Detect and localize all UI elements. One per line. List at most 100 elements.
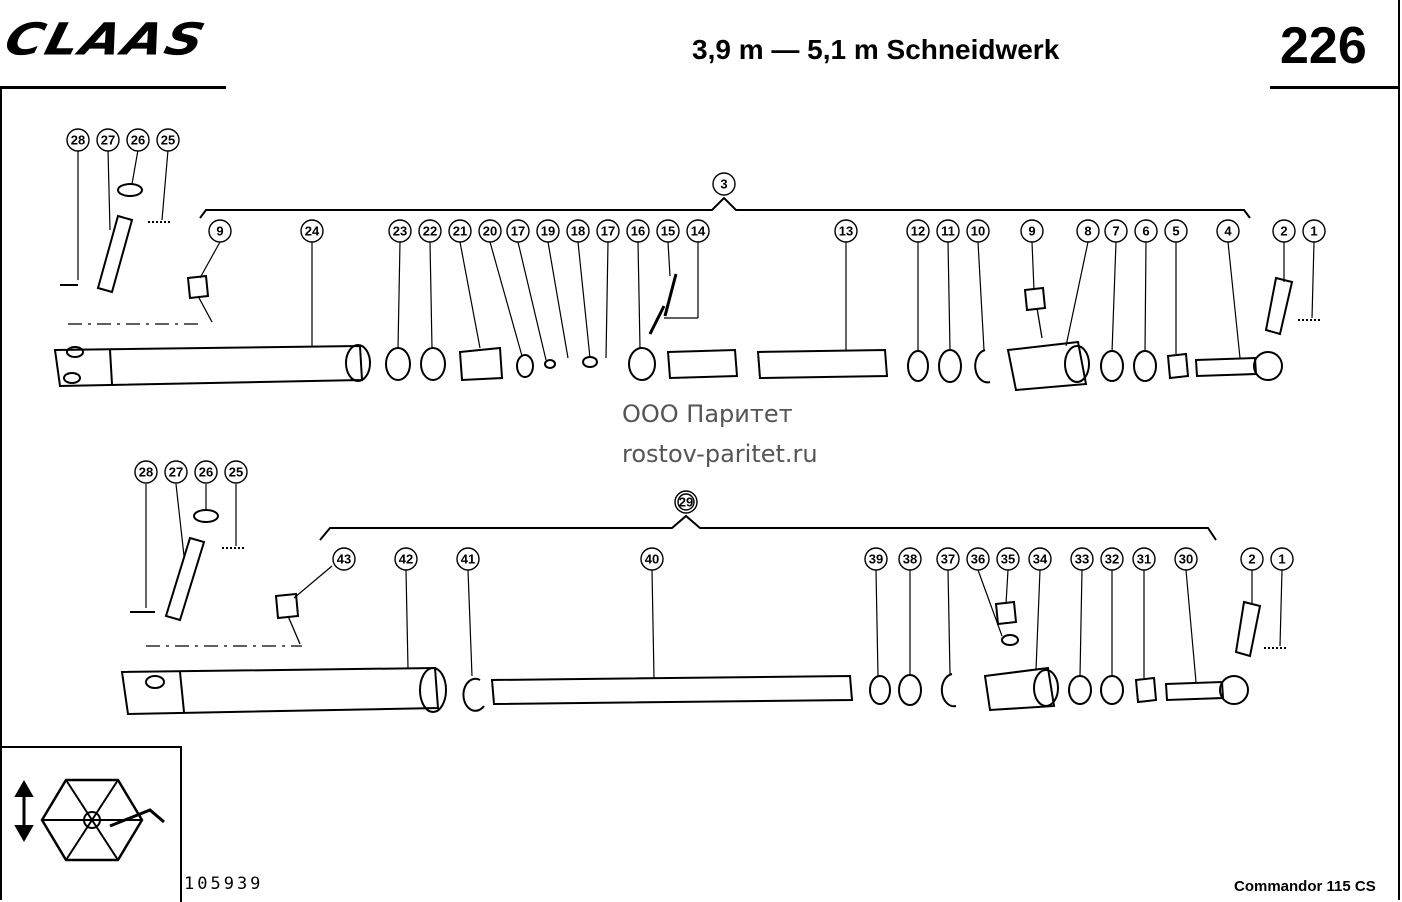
svg-text:38: 38	[903, 552, 917, 567]
inset-reel-symbol	[14, 778, 165, 862]
part-snap-ring-lower	[462, 677, 485, 712]
drawing-number: 105939	[184, 874, 264, 894]
svg-text:12: 12	[911, 224, 925, 239]
part-rings-upper-right	[907, 349, 991, 384]
frame-border-left	[0, 88, 2, 900]
callout-40: 40	[640, 547, 664, 571]
svg-text:2: 2	[1248, 552, 1255, 567]
callout-27-lower: 27	[164, 460, 188, 484]
svg-text:30: 30	[1179, 552, 1193, 567]
svg-text:39: 39	[869, 552, 883, 567]
part-grease-nipple-lower	[274, 592, 301, 645]
svg-text:9: 9	[216, 224, 223, 239]
part-rod-end-lower	[1164, 675, 1249, 705]
svg-text:17: 17	[601, 224, 615, 239]
svg-text:43: 43	[337, 552, 351, 567]
svg-text:23: 23	[393, 224, 407, 239]
inset-box	[0, 746, 182, 902]
svg-text:16: 16	[631, 224, 645, 239]
header-rule-right	[1270, 86, 1400, 89]
callout-39: 39	[864, 547, 888, 571]
part-grease-nipple-upper-left	[186, 274, 213, 323]
part-piston-rod-lower	[490, 674, 854, 706]
svg-text:4: 4	[1224, 224, 1232, 239]
callout-20: 20	[478, 219, 502, 243]
svg-text:8: 8	[1084, 224, 1091, 239]
callout-1-lower: 1	[1270, 547, 1294, 571]
part-nuts-upper	[1100, 350, 1190, 382]
svg-text:17: 17	[511, 224, 525, 239]
svg-text:28: 28	[71, 133, 85, 148]
svg-text:31: 31	[1137, 552, 1151, 567]
svg-text:15: 15	[661, 224, 675, 239]
callout-14: 14	[686, 219, 710, 243]
callout-2-upper: 2	[1272, 219, 1296, 243]
part-pin-upper-right	[1264, 276, 1322, 336]
svg-text:34: 34	[1033, 552, 1048, 567]
callout-32: 32	[1100, 547, 1124, 571]
svg-text:35: 35	[1001, 552, 1015, 567]
svg-text:20: 20	[483, 224, 497, 239]
svg-text:28: 28	[139, 465, 153, 480]
callout-1-upper: 1	[1302, 219, 1326, 243]
svg-text:32: 32	[1105, 552, 1119, 567]
svg-text:25: 25	[229, 465, 243, 480]
callout-37: 37	[936, 547, 960, 571]
svg-text:1: 1	[1310, 224, 1317, 239]
callout-24: 24	[300, 219, 324, 243]
svg-text:19: 19	[541, 224, 555, 239]
callout-25-upper: 25	[156, 128, 180, 152]
svg-text:36: 36	[971, 552, 985, 567]
header-rule-left	[0, 86, 226, 89]
callout-30: 30	[1174, 547, 1198, 571]
callout-33: 33	[1070, 547, 1094, 571]
svg-text:26: 26	[199, 465, 213, 480]
callout-7: 7	[1104, 219, 1128, 243]
callout-17-b: 17	[596, 219, 620, 243]
svg-text:9: 9	[1028, 224, 1035, 239]
assembly-bracket-lower	[319, 514, 1217, 541]
svg-text:40: 40	[645, 552, 659, 567]
svg-text:13: 13	[839, 224, 853, 239]
svg-text:18: 18	[571, 224, 585, 239]
callout-35: 35	[996, 547, 1020, 571]
callout-21: 21	[448, 219, 472, 243]
svg-text:37: 37	[941, 552, 955, 567]
svg-text:41: 41	[461, 552, 475, 567]
svg-text:6: 6	[1142, 224, 1149, 239]
callout-18: 18	[566, 219, 590, 243]
callout-19: 19	[536, 219, 560, 243]
callout-3-assembly: 3	[712, 172, 736, 196]
part-pins-small-upper	[648, 273, 678, 335]
callout-42: 42	[394, 547, 418, 571]
callout-27-upper: 27	[96, 128, 120, 152]
svg-text:33: 33	[1075, 552, 1089, 567]
svg-text:11: 11	[941, 224, 955, 239]
callout-25-lower: 25	[224, 460, 248, 484]
part-pin-upper-left	[60, 183, 172, 294]
callout-8: 8	[1076, 219, 1100, 243]
callout-10: 10	[966, 219, 990, 243]
part-nuts-lower	[1068, 675, 1158, 705]
svg-text:22: 22	[423, 224, 437, 239]
callout-23: 23	[388, 219, 412, 243]
callout-36: 36	[966, 547, 990, 571]
svg-text:26: 26	[131, 133, 145, 148]
watermark-url: rostov-paritet.ru	[622, 440, 818, 468]
leader-lines	[77, 149, 1315, 683]
part-pin-lower-right	[1234, 600, 1286, 658]
assembly-bracket-upper	[199, 196, 1251, 219]
svg-text:10: 10	[971, 224, 985, 239]
part-valve-body-upper	[1006, 286, 1090, 392]
callout-22: 22	[418, 219, 442, 243]
page-title: 3,9 m — 5,1 m Schneidwerk	[692, 34, 1060, 65]
callout-4: 4	[1216, 219, 1240, 243]
part-rod-end-upper	[1194, 351, 1283, 381]
callout-43: 43	[332, 547, 356, 571]
svg-text:27: 27	[101, 133, 115, 148]
part-valve-body-lower	[983, 600, 1059, 712]
callout-31: 31	[1132, 547, 1156, 571]
callout-17-a: 17	[506, 219, 530, 243]
svg-text:24: 24	[305, 224, 320, 239]
